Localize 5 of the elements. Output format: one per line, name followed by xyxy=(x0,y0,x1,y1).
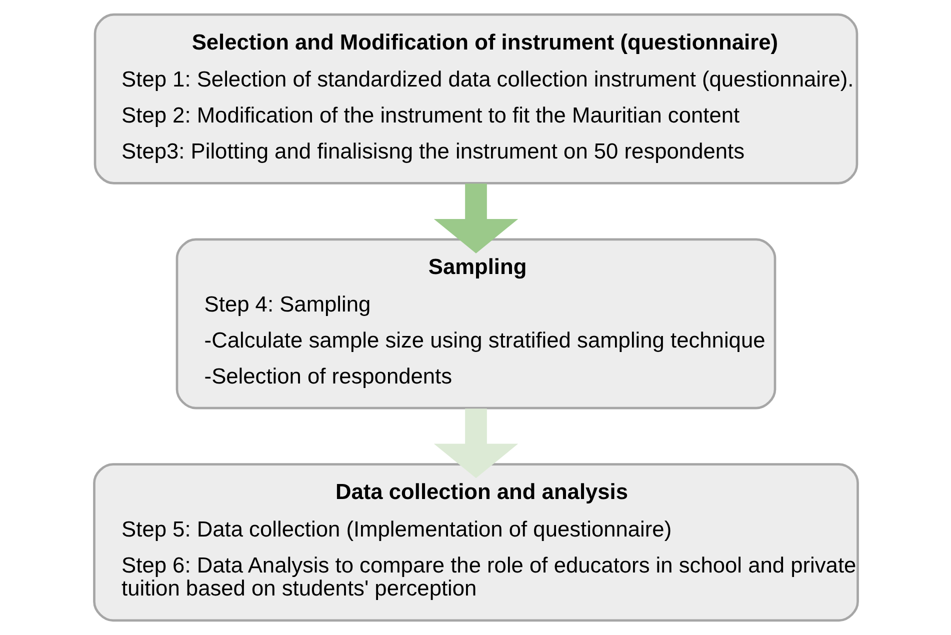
node-box: Data collection and analysis Step 5: Data collection (Implementation of questionnaire) Step 6: Data Analysis to compare the role of educators in school and private tuition based on students' perception xyxy=(92,463,858,622)
node-box: Sampling Step 4: Sampling -Calculate sample size using stratified sampling technique -Selection of respondents xyxy=(175,238,776,410)
node-box: Selection and Modification of instrument (questionnaire) Step 1: Selection of standardized data collection instrument (questionnaire). Step 2: Modification of the instrument to fit the Mauritian content Step3: Pilotting and finalisisng the instrument on 50 respondents xyxy=(93,13,858,184)
arrow xyxy=(433,408,518,478)
arrow xyxy=(433,184,518,254)
